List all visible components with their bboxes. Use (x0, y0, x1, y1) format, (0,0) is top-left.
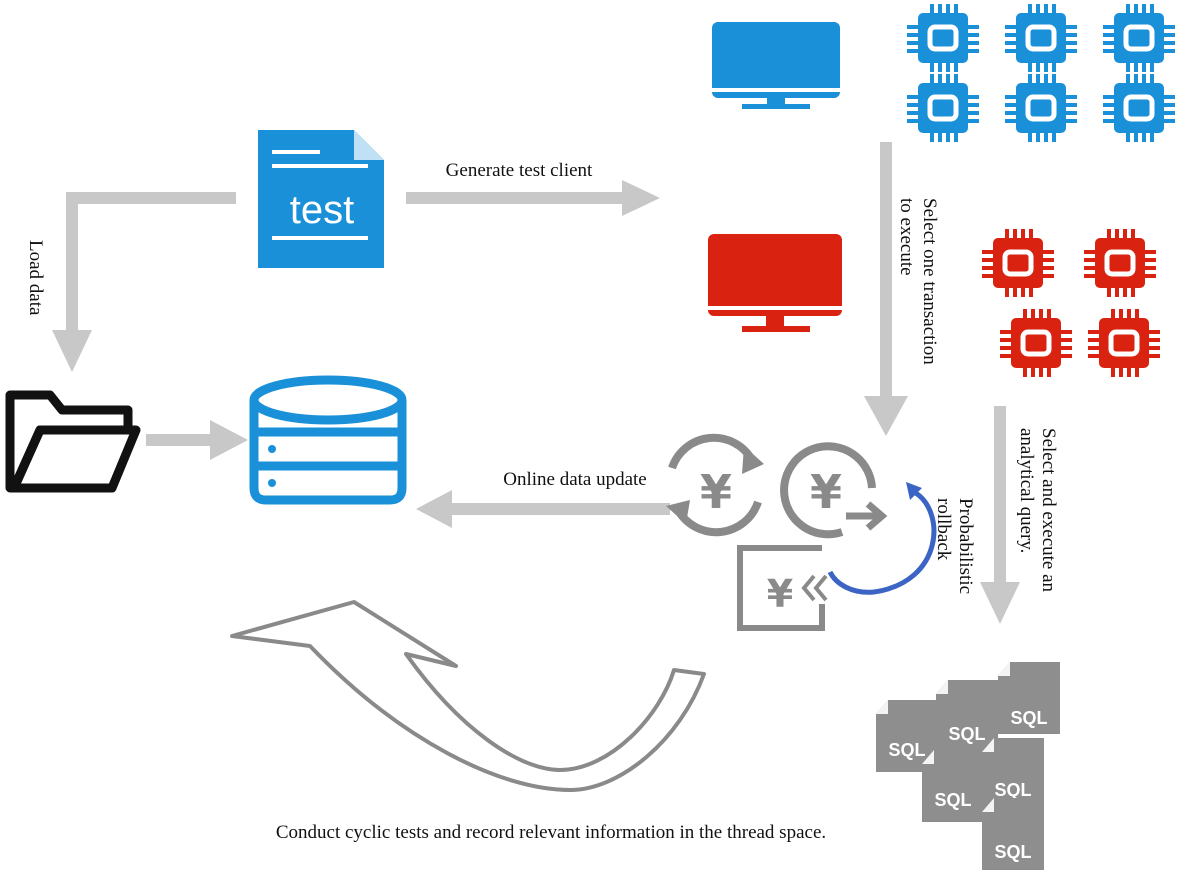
svg-text:SQL: SQL (948, 724, 985, 744)
label-select-transaction-line1: Select one transaction (919, 198, 940, 365)
database-icon (249, 375, 407, 505)
arrow-select-transaction (864, 142, 908, 436)
cpu-chip-icon (907, 74, 979, 142)
blue-cpu-cluster (907, 4, 1175, 142)
sql-documents-icon: SQL SQL SQL SQL SQL SQL (876, 662, 1060, 870)
test-file-text: test (290, 188, 354, 232)
svg-text:SQL: SQL (1010, 708, 1047, 728)
cpu-chip-icon (1005, 4, 1077, 72)
yen-transfer-icon: ¥ (780, 442, 888, 539)
svg-text:SQL: SQL (934, 790, 971, 810)
test-file-icon: test (258, 130, 384, 268)
folder-icon (5, 390, 141, 493)
cpu-chip-icon (1084, 229, 1156, 297)
label-online-data-update: Online data update (503, 469, 647, 490)
cpu-chip-icon (907, 4, 979, 72)
red-monitor-icon (708, 234, 842, 332)
svg-text:SQL: SQL (994, 780, 1031, 800)
label-select-query-line1: Select and execute an (1038, 428, 1059, 593)
red-cpu-cluster (982, 229, 1160, 377)
arrow-folder-to-database (146, 420, 248, 460)
label-probabilistic-line1: Probabilistic (955, 498, 976, 594)
cpu-chip-icon (1103, 4, 1175, 72)
cpu-chip-icon (1088, 309, 1160, 377)
arrow-generate-test-client (406, 180, 660, 216)
label-generate-test-client: Generate test client (446, 160, 593, 181)
svg-text:¥: ¥ (767, 572, 793, 616)
sql-doc-icon (922, 750, 984, 822)
yen-refresh-icon: ¥ (666, 433, 764, 537)
svg-text:¥: ¥ (700, 465, 732, 519)
blue-monitor-icon (712, 22, 840, 109)
label-probabilistic-line2: rollback (933, 498, 954, 561)
arrow-online-data-update (416, 490, 670, 528)
cyclic-arrow (230, 600, 706, 792)
svg-text:SQL: SQL (888, 740, 925, 760)
cpu-chip-icon (1005, 74, 1077, 142)
rollback-arc (827, 482, 937, 595)
yen-rollback-icon: ¥ (737, 545, 828, 631)
arrow-load-data (52, 192, 236, 372)
label-select-query-line2: analytical query. (1016, 428, 1037, 553)
cpu-chip-icon (1000, 309, 1072, 377)
svg-text:SQL: SQL (994, 842, 1031, 862)
cpu-chip-icon (982, 229, 1054, 297)
label-select-transaction-line2: to execute (896, 198, 917, 276)
label-load-data: Load data (25, 240, 46, 316)
svg-text:¥: ¥ (810, 465, 842, 519)
cpu-chip-icon (1103, 74, 1175, 142)
arrow-select-query (980, 406, 1020, 624)
label-cyclic-tests: Conduct cyclic tests and record relevant… (276, 822, 826, 843)
